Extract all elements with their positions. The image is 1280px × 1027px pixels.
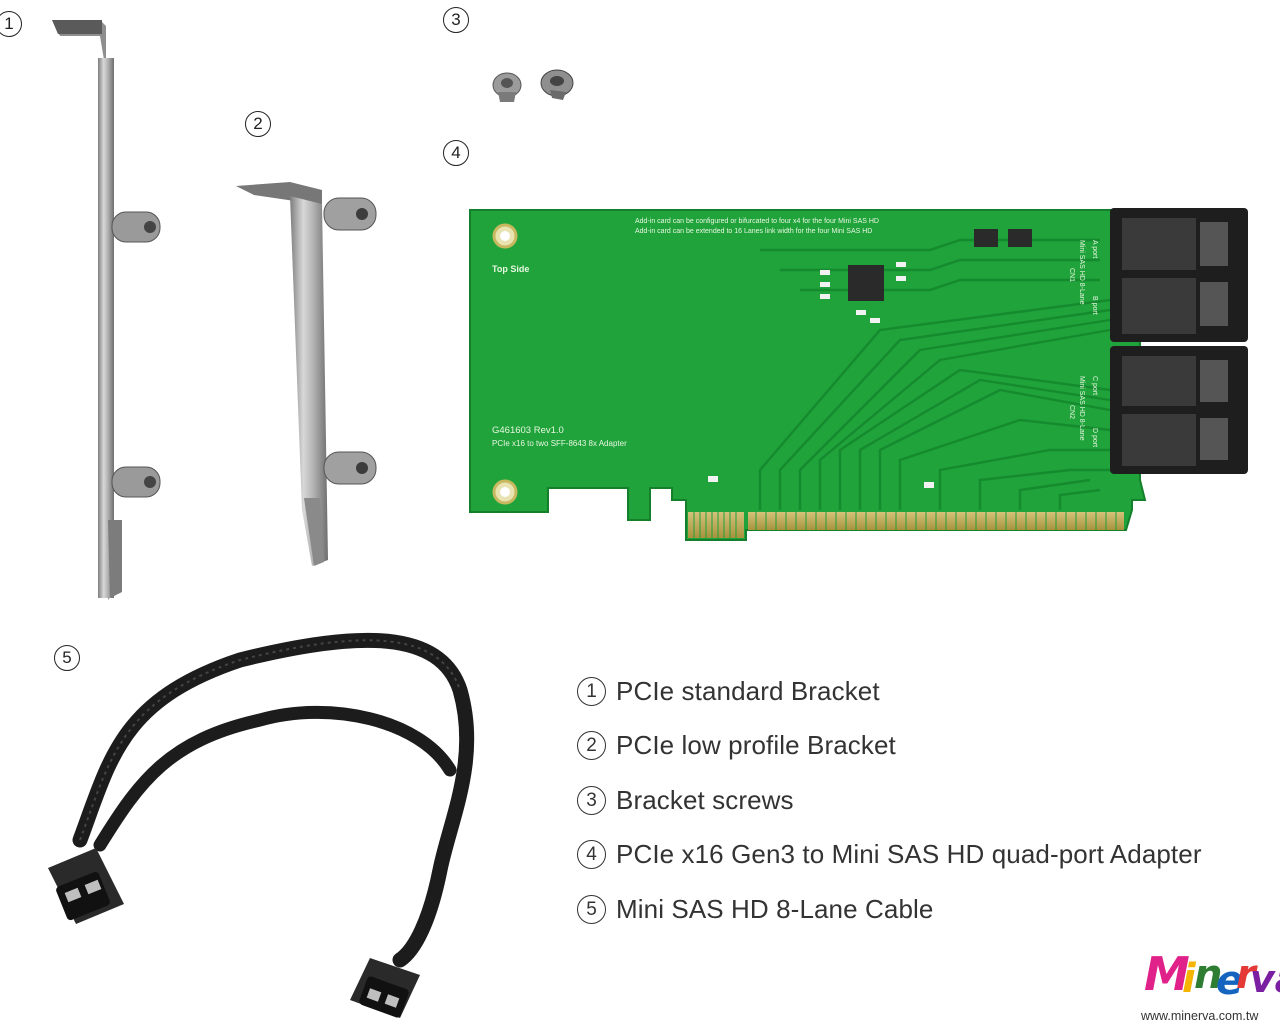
legend-item: 2 PCIe low profile Bracket [577,719,1202,774]
svg-text:r: r [1236,952,1258,998]
mini-sas-cable [48,632,475,1018]
legend-item: 4 PCIe x16 Gen3 to Mini SAS HD quad-port… [577,828,1202,883]
callout-1: 1 [0,11,22,37]
board-note-1: Add-in card can be configured or bifurca… [635,218,879,225]
minerva-logo: M i n e r va [1144,947,1280,1002]
board-side-label: Top Side [492,264,529,274]
callout-2: 2 [245,111,271,137]
svg-text:n: n [1194,952,1222,998]
legend: 1 PCIe standard Bracket 2 PCIe low profi… [577,664,1202,937]
legend-number: 1 [577,676,606,706]
cn1-id: CN1 [1068,268,1075,282]
cn2-id: CN2 [1068,405,1075,419]
callout-5: 5 [54,645,80,671]
legend-text: Mini SAS HD 8-Lane Cable [616,893,934,924]
website-url: www.minerva.com.tw [1141,1009,1259,1023]
legend-text: PCIe x16 Gen3 to Mini SAS HD quad-port A… [616,839,1202,870]
legend-number: 3 [577,785,606,815]
a-port-label: A port [1091,240,1098,258]
legend-text: PCIe low profile Bracket [616,730,896,761]
svg-text:i: i [1182,956,1197,1002]
bracket-screws [492,69,574,102]
cn2-label: Mini SAS HD 8-Lane [1078,376,1085,441]
svg-text:va: va [1250,957,1280,1001]
legend-number: 5 [577,894,606,924]
board-model: G461603 Rev1.0 [492,425,564,436]
standard-bracket [52,20,161,600]
b-port-label: B port [1091,296,1098,315]
svg-text:M: M [1144,947,1190,1001]
legend-item: 1 PCIe standard Bracket [577,664,1202,719]
low-profile-bracket [236,182,377,566]
legend-number: 4 [577,840,606,870]
callout-3: 3 [443,7,469,33]
legend-text: PCIe standard Bracket [616,675,880,706]
legend-number: 2 [577,731,606,761]
connector-cn1 [1110,208,1248,342]
svg-text:e: e [1216,958,1243,1002]
callout-4: 4 [443,140,469,166]
adapter-board: Add-in card can be configured or bifurca… [469,208,1248,541]
cn1-label: Mini SAS HD 8-Lane [1078,240,1085,305]
c-port-label: C port [1091,376,1098,395]
legend-item: 5 Mini SAS HD 8-Lane Cable [577,882,1202,937]
board-note-2: Add-in card can be extended to 16 Lanes … [635,228,872,235]
d-port-label: D port [1091,428,1098,447]
legend-item: 3 Bracket screws [577,773,1202,828]
board-description: PCIe x16 to two SFF-8643 8x Adapter [492,439,627,448]
connector-cn2 [1110,346,1248,474]
legend-text: Bracket screws [616,784,794,815]
